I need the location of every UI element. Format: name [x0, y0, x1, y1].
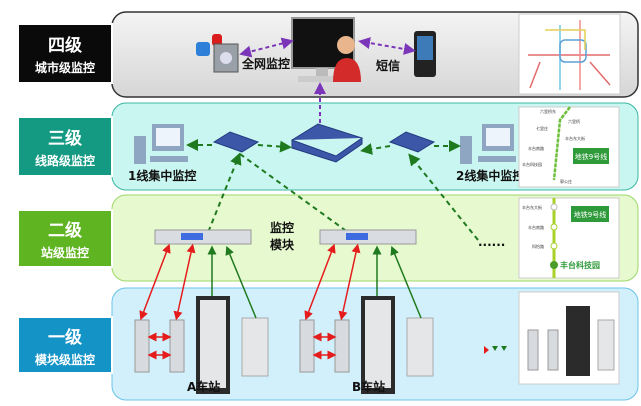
svg-text:二级: 二级 [48, 220, 82, 241]
network-monitor-label: 全网监控 [241, 56, 290, 71]
mobile-phone-icon [414, 31, 436, 77]
city-metro-map [518, 13, 621, 95]
svg-text:一级: 一级 [48, 327, 82, 348]
svg-text:丰台东大街: 丰台东大街 [565, 135, 585, 141]
svg-text:丰台科技园: 丰台科技园 [522, 161, 542, 167]
level4-label: 四级 城市级监控 [17, 23, 113, 84]
svg-text:线路级监控: 线路级监控 [35, 153, 95, 168]
link-b-ups [390, 245, 422, 319]
station-b-equipment [299, 296, 434, 394]
svg-text:六里桥: 六里桥 [568, 118, 580, 124]
link-b-module1 [304, 243, 336, 321]
link-a-module1 [139, 243, 171, 321]
station-b-monitor-module [319, 229, 417, 245]
level1-label: 一级 模块级监控 [17, 316, 113, 374]
link-stationA-switch [204, 152, 242, 241]
svg-text:郭公庄: 郭公庄 [560, 178, 572, 184]
line1-computer-icon [134, 124, 188, 164]
svg-text:城市级监控: 城市级监控 [35, 60, 95, 75]
svg-text:科怡路: 科怡路 [532, 243, 544, 249]
monitor-module-label-1: 监控 [270, 220, 294, 235]
monitor-module-label-2: 模块 [270, 237, 295, 252]
switch-right-icon [388, 131, 436, 153]
svg-text:地铁9号线: 地铁9号线 [575, 152, 607, 161]
link-operator-phone [358, 37, 416, 55]
core-switch-icon [290, 123, 364, 163]
level3-label: 三级 线路级监控 [17, 116, 113, 177]
link-camera-monitor [239, 37, 294, 58]
svg-text:六里桥东: 六里桥东 [540, 108, 556, 114]
link-rightswitch-core [360, 143, 391, 155]
svg-text:丰台科技园: 丰台科技园 [560, 260, 600, 270]
legend-equipment-panel [518, 291, 620, 385]
station-metro-map: 丰台东大街 丰台南路 科怡路 丰台科技园 地铁9号线 [518, 197, 620, 279]
link-a-ups [225, 245, 257, 319]
svg-text:模块级监控: 模块级监控 [35, 352, 95, 367]
svg-text:丰台南路: 丰台南路 [528, 145, 544, 151]
station-a-equipment [134, 296, 269, 394]
link-a-module2 [173, 243, 196, 321]
line2-monitor-label: 2线集中监控 [456, 168, 524, 183]
link-b-module2 [338, 243, 361, 321]
level2-label: 二级 站级监控 [17, 209, 113, 268]
svg-text:站级监控: 站级监控 [41, 245, 89, 260]
svg-text:七里庄: 七里庄 [536, 125, 548, 131]
line9-metro-map: 六里桥东 六里桥 七里庄 丰台东大街 丰台南路 丰台科技园 郭公庄 地铁9号线 [518, 106, 620, 188]
svg-text:地铁9号线: 地铁9号线 [574, 210, 606, 219]
sms-label: 短信 [376, 58, 400, 73]
station-b-label: B车站 [352, 379, 385, 394]
svg-text:三级: 三级 [48, 128, 82, 149]
station-a-monitor-module [154, 229, 252, 245]
line2-computer-icon [460, 124, 516, 164]
camera-alarm-icon [196, 34, 239, 73]
switch-left-icon [212, 131, 260, 153]
svg-text:丰台东大街: 丰台东大街 [522, 204, 542, 210]
more-stations-ellipsis: ...... [478, 235, 505, 249]
more-equipment-ellipsis-icon [484, 346, 507, 354]
link-switch-stationB [239, 153, 346, 231]
operator-avatar-icon [333, 36, 361, 82]
svg-text:四级: 四级 [48, 35, 82, 56]
station-a-label: A车站 [187, 379, 220, 394]
svg-text:丰台南路: 丰台南路 [528, 224, 544, 230]
line1-monitor-label: 1线集中监控 [128, 168, 196, 183]
link-switch-core [257, 140, 292, 153]
